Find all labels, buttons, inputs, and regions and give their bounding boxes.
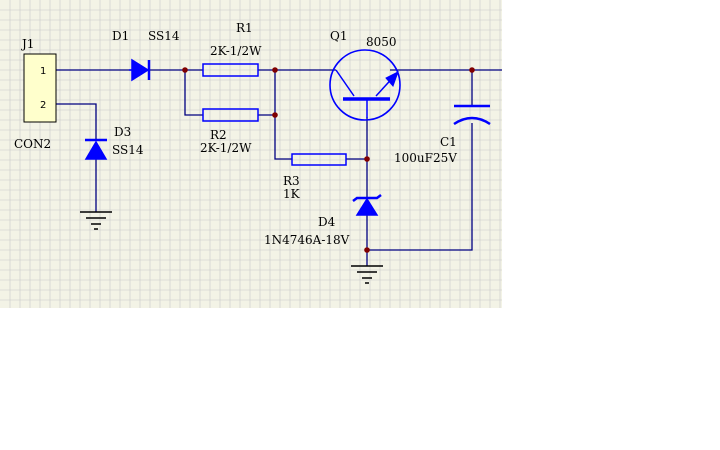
resistor-r3 <box>291 153 347 166</box>
diode-d3 <box>84 138 108 160</box>
q1-ref-label: Q1 <box>330 29 347 43</box>
capacitor-c1 <box>453 104 491 126</box>
d4-ref-label: D4 <box>318 215 336 229</box>
d3-value-label: SS14 <box>112 143 144 157</box>
junction-dot <box>272 112 278 118</box>
resistor-r1 <box>202 63 259 77</box>
j1-ref-label: J1 <box>20 37 34 51</box>
transistor-collector-lead <box>335 69 355 97</box>
r3-value-label: 1K <box>283 187 301 201</box>
connector-body <box>23 53 57 123</box>
r2-value-label: 2K-1/2W <box>200 141 252 155</box>
wires <box>56 69 502 266</box>
r3-ref-label: R3 <box>283 174 300 188</box>
junction-dot <box>469 67 475 73</box>
zener-d4 <box>352 194 382 216</box>
d3-ref-label: D3 <box>114 125 131 139</box>
junction-dot <box>364 247 370 253</box>
transistor-body <box>329 49 401 121</box>
d4-value-label: 1N4746A-18V <box>264 233 350 247</box>
junction-dot <box>364 156 370 162</box>
zener-triangle <box>355 197 379 216</box>
r1-value-label: 2K-1/2W <box>210 44 262 58</box>
r1-ref-label: R1 <box>236 21 253 35</box>
q1-value-label: 8050 <box>366 35 397 49</box>
wire <box>184 70 203 116</box>
c1-ref-label: C1 <box>440 135 457 149</box>
junction-dot <box>272 67 278 73</box>
transistor-emitter-arrow <box>385 70 399 87</box>
c1-value-label: 100uF25V <box>394 151 457 165</box>
wire <box>56 103 97 139</box>
diode-d1 <box>129 58 151 82</box>
ground-symbol-left <box>80 211 112 230</box>
ground-symbol-right <box>351 265 383 284</box>
j1-value-label: CON2 <box>14 137 51 151</box>
r2-ref-label: R2 <box>210 128 227 142</box>
connector-pin-1-label: 1 <box>40 66 46 77</box>
schematic-background <box>0 0 502 308</box>
connector-j1: 1 2 J1 CON2 <box>14 37 57 151</box>
capacitor-curved-plate <box>453 116 491 126</box>
zener-bar <box>352 194 382 202</box>
resistor-r2 <box>202 108 259 122</box>
transistor-q1 <box>329 49 401 121</box>
d1-value-label: SS14 <box>148 29 180 43</box>
wire <box>274 70 292 160</box>
d1-ref-label: D1 <box>112 29 129 43</box>
connector-pin-2-label: 2 <box>40 100 46 111</box>
diode-triangle <box>84 140 108 160</box>
junctions <box>182 67 475 253</box>
junction-dot <box>182 67 188 73</box>
wire <box>367 123 473 251</box>
